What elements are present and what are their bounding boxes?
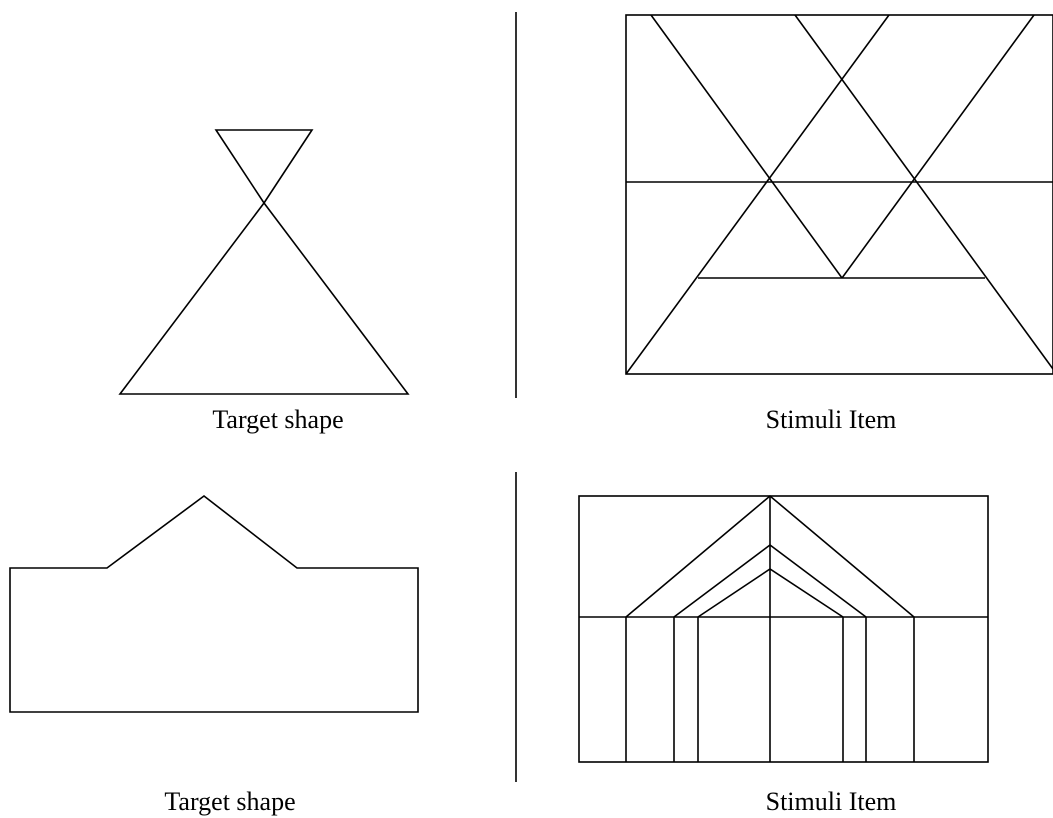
- outer-rectangle-2: [578, 495, 989, 763]
- large-triangle: [118, 201, 410, 395]
- outer-gable: [625, 494, 915, 618]
- inner-gable: [697, 568, 844, 618]
- small-inverted-triangle: [214, 129, 314, 205]
- target-shape-1: [118, 129, 410, 395]
- caption-target-shape-1: Target shape: [212, 405, 343, 434]
- stimuli-item-2: [578, 494, 989, 763]
- diagonal-2: [794, 14, 1053, 370]
- diagonal-3: [625, 14, 890, 375]
- caption-stimuli-item-2: Stimuli Item: [766, 787, 897, 816]
- diagonal-4: [841, 14, 1035, 279]
- caption-target-shape-2: Target shape: [164, 787, 295, 816]
- middle-gable: [673, 544, 867, 618]
- diagonal-1: [650, 14, 843, 279]
- outer-rectangle: [625, 14, 1053, 375]
- stimuli-item-1: [625, 14, 1053, 375]
- house-outline: [9, 494, 419, 713]
- target-shape-2: [9, 494, 419, 713]
- caption-stimuli-item-1: Stimuli Item: [766, 405, 897, 434]
